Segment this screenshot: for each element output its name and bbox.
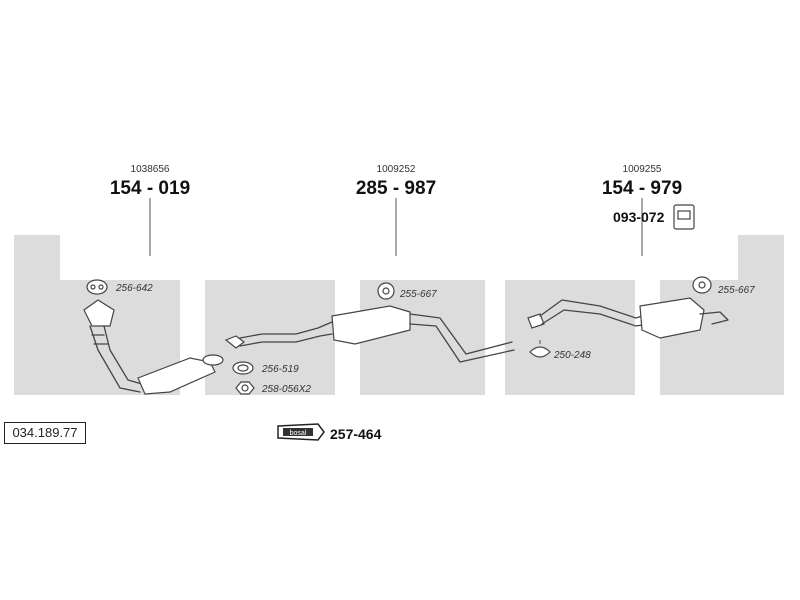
background-watermark — [14, 235, 784, 395]
catalog-number-box: 034.189.77 — [4, 422, 86, 444]
ring-icon — [232, 361, 254, 375]
nut-icon — [235, 381, 255, 395]
front-ref-number: 1038656 — [131, 164, 170, 175]
middle-hanger-label: 255-667 — [399, 289, 437, 300]
middle-hanger-icon — [377, 282, 395, 300]
ring-label: 256-519 — [261, 364, 299, 375]
middle-part-number: 285 - 987 — [356, 178, 436, 199]
rear-hanger-icon — [692, 276, 712, 294]
front-hanger-label: 256-642 — [115, 283, 153, 294]
nut-label: 258-056X2 — [261, 384, 311, 395]
paste-brand-text: bosal — [290, 430, 307, 437]
front-hanger-icon — [86, 279, 108, 295]
rear-pipe-assembly — [527, 297, 729, 339]
middle-pipe-assembly — [224, 305, 515, 363]
paste-part-number: 257-464 — [330, 426, 382, 442]
gasket-icon — [202, 354, 224, 366]
clamp-label: 250-248 — [553, 350, 591, 361]
rear-ref-number: 1009255 — [623, 164, 662, 175]
mount-kit-part-number: 093-072 — [613, 209, 665, 225]
clamp-icon — [529, 340, 551, 358]
front-pipe-assembly — [83, 299, 219, 395]
mount-kit-icon — [673, 204, 695, 230]
paste-tube-icon: bosal — [277, 423, 325, 441]
rear-part-number: 154 - 979 — [602, 178, 682, 199]
middle-ref-number: 1009252 — [377, 164, 416, 175]
front-part-number: 154 - 019 — [110, 178, 190, 199]
rear-hanger-label: 255-667 — [717, 285, 755, 296]
